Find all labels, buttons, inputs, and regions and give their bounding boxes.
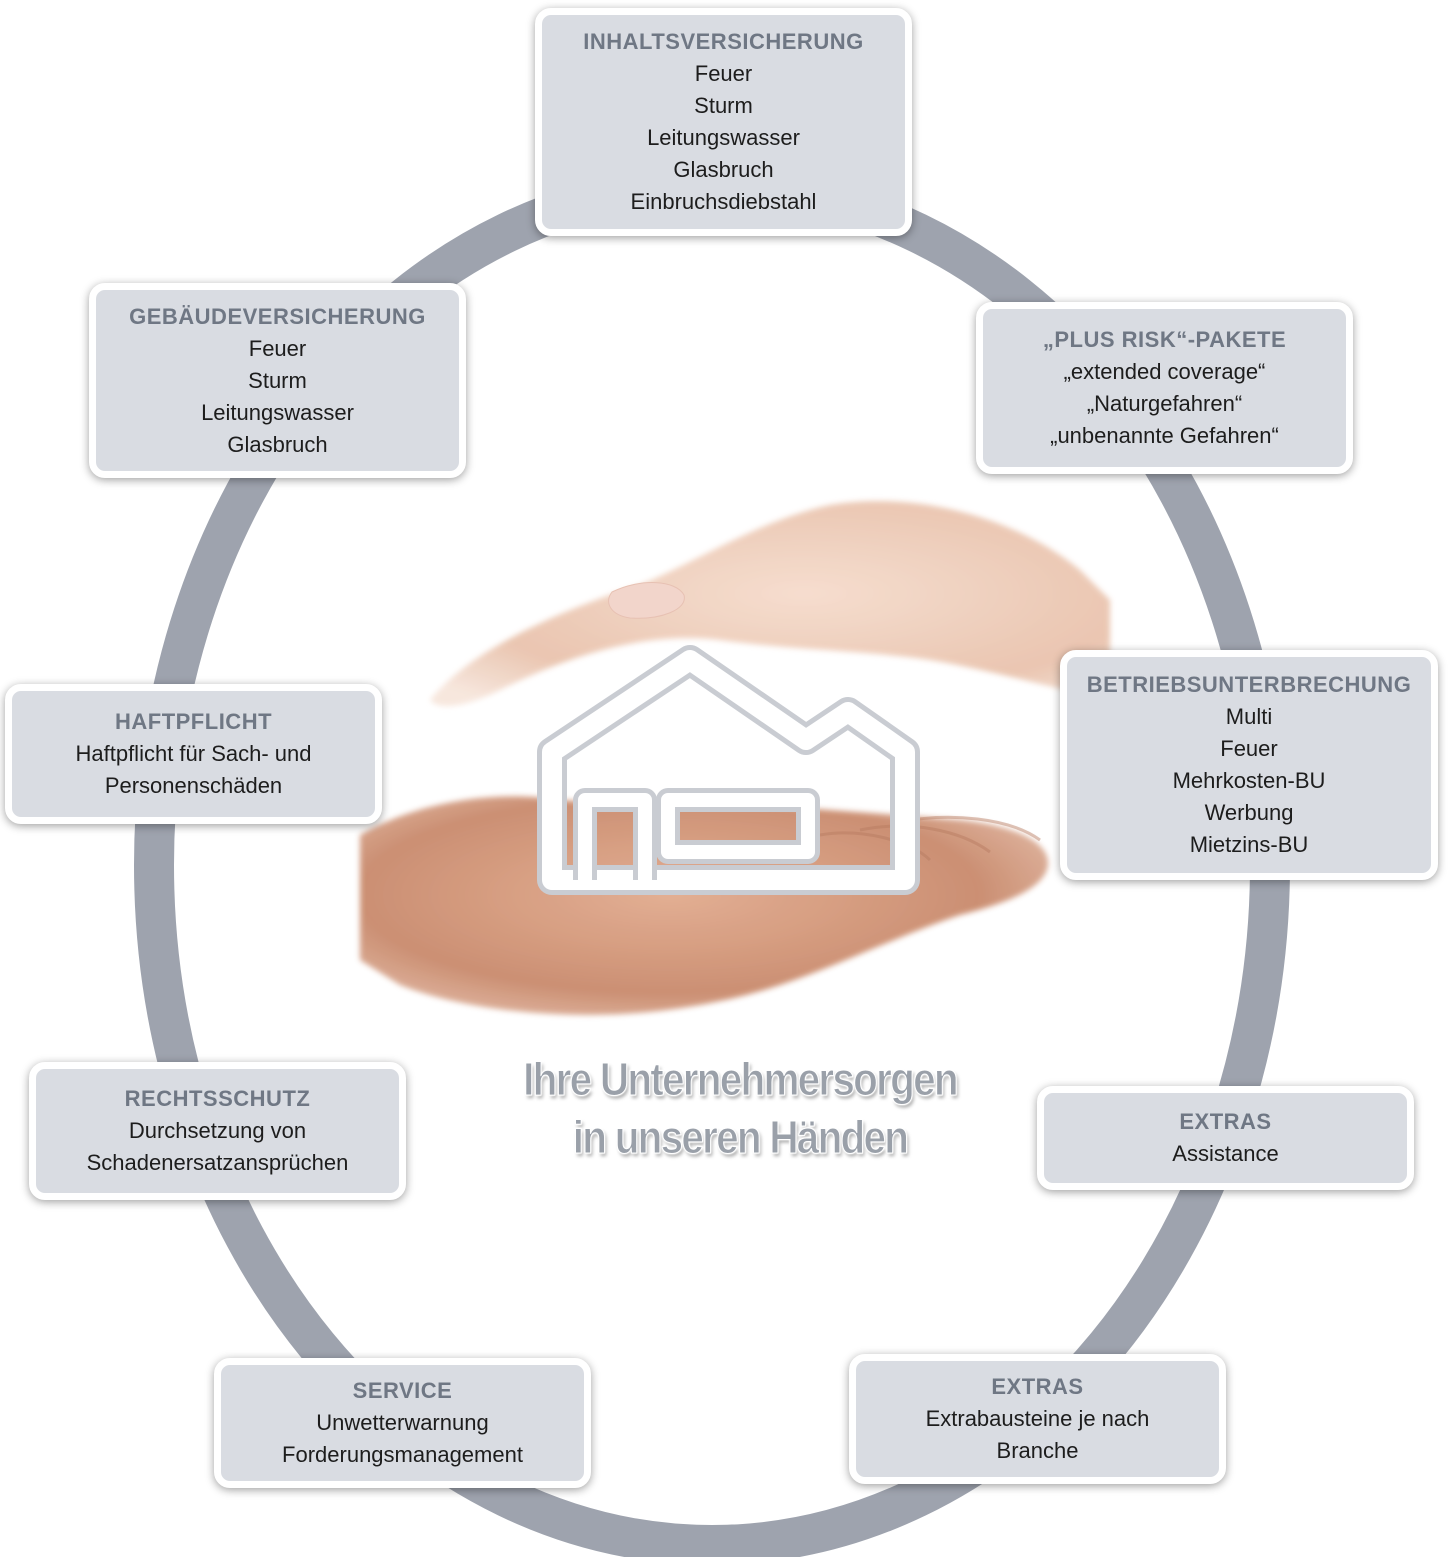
slogan: Ihre Unternehmersorgen in unseren Händen [476, 1050, 1004, 1166]
top-hand [430, 501, 1110, 707]
box-item: Leitungswasser [647, 125, 800, 150]
box-item: Assistance [1172, 1141, 1279, 1166]
box-service: SERVICE Unwetterwarnung Forderungsmanage… [214, 1358, 591, 1488]
box-title: RECHTSSCHUTZ [124, 1086, 311, 1111]
box-item: Personenschäden [104, 773, 283, 798]
top-hand-nail [608, 582, 685, 619]
box-rechtsschutz: RECHTSSCHUTZ Durchsetzung von Schadeners… [29, 1062, 406, 1200]
box-item: Glasbruch [227, 431, 328, 457]
box-title: SERVICE [352, 1378, 453, 1403]
box-item: „extended coverage“ [1063, 359, 1266, 384]
box-item: Extrabausteine je nach [925, 1406, 1150, 1431]
box-item: Leitungswasser [201, 399, 354, 425]
box-item: Sturm [248, 367, 307, 393]
box-item: Mietzins-BU [1189, 832, 1309, 857]
box-item: Unwetterwarnung [316, 1410, 489, 1435]
house-icon [537, 645, 920, 895]
box-title: GEBÄUDEVERSICHERUNG [129, 303, 426, 329]
box-title: BETRIEBSUNTERBRECHUNG [1086, 672, 1412, 697]
box-item: Werbung [1204, 800, 1294, 825]
box-item: Feuer [694, 61, 753, 86]
box-item: Durchsetzung von [128, 1118, 307, 1143]
box-title: „PLUS RISK“-PAKETE [1042, 327, 1287, 352]
box-item: Mehrkosten-BU [1172, 768, 1326, 793]
hands-protecting-house-icon [360, 501, 1110, 1015]
box-extras-branche: EXTRAS Extrabausteine je nach Branche [849, 1354, 1226, 1484]
box-item: Multi [1225, 704, 1273, 729]
box-plus-risk-pakete: „PLUS RISK“-PAKETE „extended coverage“ „… [976, 302, 1353, 474]
box-item: Forderungsmanagement [282, 1442, 523, 1467]
box-item: Feuer [1220, 736, 1278, 761]
box-item: „unbenannte Gefahren“ [1050, 423, 1279, 448]
box-item: Branche [996, 1438, 1079, 1463]
box-item: Schadenersatzansprüchen [86, 1150, 349, 1175]
slogan-line-2: in unseren Händen [572, 1111, 909, 1164]
box-title: EXTRAS [1179, 1109, 1272, 1134]
box-extras-assistance: EXTRAS Assistance [1037, 1086, 1414, 1190]
box-item: Feuer [248, 335, 307, 361]
box-item: Sturm [694, 93, 753, 118]
box-betriebsunterbrechung: BETRIEBSUNTERBRECHUNG Multi Feuer Mehrko… [1060, 650, 1438, 880]
box-title: INHALTSVERSICHERUNG [583, 29, 864, 54]
box-title: EXTRAS [991, 1374, 1084, 1399]
box-haftpflicht: HAFTPFLICHT Haftpflicht für Sach- und Pe… [5, 684, 382, 824]
box-item: Einbruchsdiebstahl [630, 189, 817, 214]
box-item: „Naturgefahren“ [1086, 391, 1243, 416]
box-item: Glasbruch [673, 157, 774, 182]
box-title: HAFTPFLICHT [114, 709, 273, 734]
bottom-hand [360, 796, 1049, 1015]
slogan-line-1: Ihre Unternehmersorgen [523, 1053, 959, 1106]
box-gebaeudeversicherung: GEBÄUDEVERSICHERUNG Feuer Sturm Leitungs… [89, 283, 466, 478]
box-item: Haftpflicht für Sach- und [75, 741, 312, 766]
box-inhaltsversicherung: INHALTSVERSICHERUNG Feuer Sturm Leitungs… [535, 8, 912, 236]
